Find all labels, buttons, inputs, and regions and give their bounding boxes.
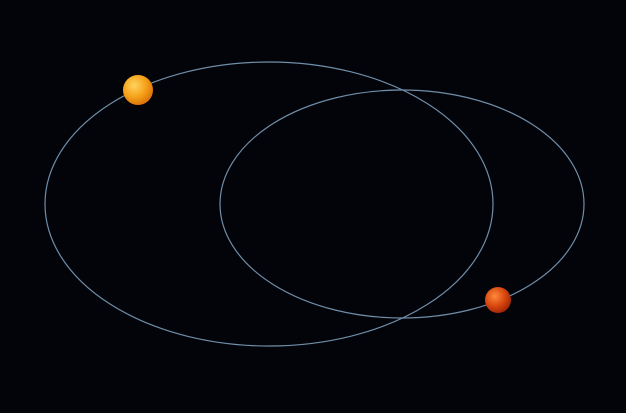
yellow-star xyxy=(123,75,153,105)
red-star xyxy=(485,287,511,313)
left-orbit xyxy=(44,61,494,347)
right-orbit xyxy=(219,89,585,319)
